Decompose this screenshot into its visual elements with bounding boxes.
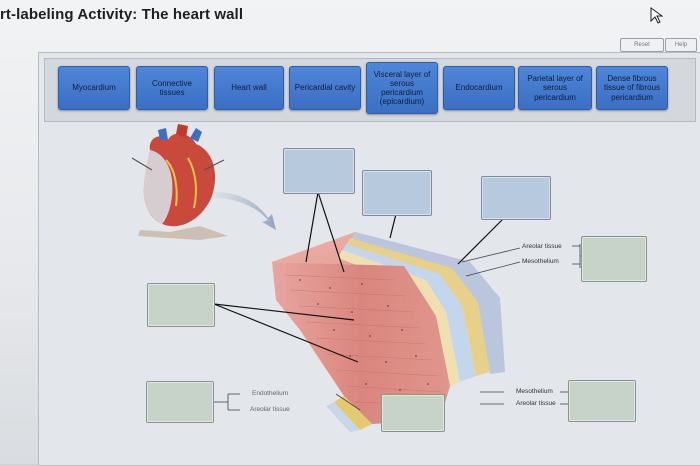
drop-target-7[interactable] [381,394,445,432]
chip-text: Dense fibrous tissue of fibrous pericard… [603,74,661,102]
page-title: rt-labeling Activity: The heart wall [0,6,244,23]
chip-text: Pericardial cavity [294,83,356,93]
label-chip-heart-wall[interactable]: Heart wall [214,66,284,110]
label-chip-parietal-layer[interactable]: Parietal layer of serous pericardium [518,66,592,110]
heart-thumbnail [131,124,228,240]
mesothelium-label: Mesothelium [522,258,559,265]
tissue-block [272,232,505,432]
drop-target-5[interactable] [147,283,215,327]
label-chip-myocardium[interactable]: Myocardium [58,66,130,110]
areolar-tissue-left-label: Areolar tissue [250,406,290,413]
label-chip-endocardium[interactable]: Endocardium [443,66,515,110]
label-chip-pericardial-cavity[interactable]: Pericardial cavity [289,66,361,110]
chip-text: Myocardium [72,83,116,93]
chip-text: Connective tissues [151,78,193,97]
leader-lines [213,191,505,363]
drop-target-4[interactable] [581,236,647,282]
areolar-tissue-label: Areolar tissue [522,243,562,250]
reset-button[interactable]: Reset [620,38,664,52]
chip-text: Parietal layer of serous pericardium [527,74,583,102]
label-chip-visceral-layer[interactable]: Visceral layer of serous pericardium (ep… [366,62,438,114]
chip-text: Endocardium [455,83,503,93]
mouse-cursor-icon [650,7,664,24]
drop-target-1[interactable] [283,148,355,194]
chip-text: Heart wall [231,83,267,93]
mesothelium-bottom-label: Mesothelium [516,388,553,395]
help-button[interactable]: Help [665,38,697,52]
drop-target-6[interactable] [146,381,214,423]
areolar-tissue-bottom-label: Areolar tissue [516,400,556,407]
label-chip-connective-tissues[interactable]: Connective tissues [136,66,208,110]
magnify-arrow [214,192,276,230]
endothelium-label: Endothelium [252,390,289,397]
chip-text: Visceral layer of serous pericardium (ep… [373,69,431,107]
drop-target-8[interactable] [568,380,636,422]
drop-target-2[interactable] [362,170,432,216]
drop-target-3[interactable] [481,176,551,220]
label-chip-dense-fibrous-tissue[interactable]: Dense fibrous tissue of fibrous pericard… [596,66,668,110]
